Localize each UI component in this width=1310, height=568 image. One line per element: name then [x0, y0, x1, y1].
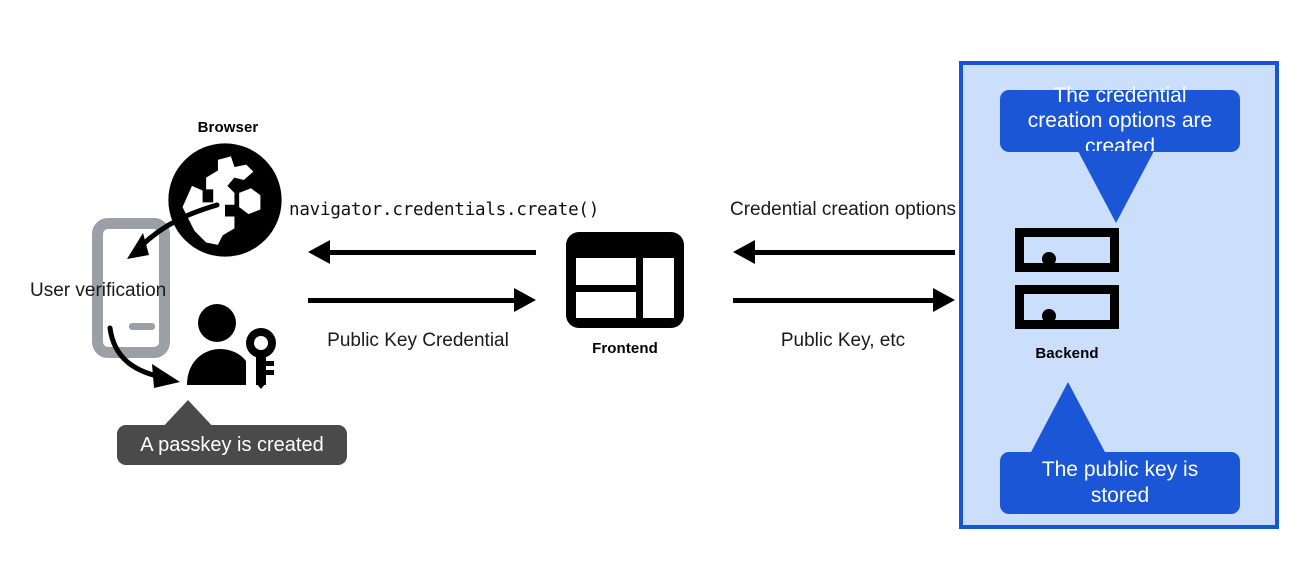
backend-callout-bottom-text: The public key is stored — [1041, 458, 1199, 507]
arrow-head-right-icon — [933, 288, 955, 312]
smartphone-icon — [92, 218, 170, 358]
arrow-shaft — [733, 297, 935, 303]
backend-callout-top-tail — [1078, 151, 1154, 223]
passkey-callout: A passkey is created — [117, 425, 347, 465]
arrow-head-left-icon — [733, 240, 755, 264]
arrow-phone-to-user — [100, 320, 210, 405]
rack-indicator-dot — [1042, 309, 1056, 323]
backend-server-rack-upper — [1015, 228, 1119, 272]
passkey-callout-text: A passkey is created — [140, 433, 324, 456]
browser-window-layout-icon — [566, 232, 684, 328]
arrow-head-right-icon — [514, 288, 536, 312]
person-with-key-icon — [184, 303, 284, 394]
arrow-head-left-icon — [308, 240, 330, 264]
arrow-shaft — [328, 249, 536, 255]
frontend-label: Frontend — [592, 340, 658, 357]
browser-label: Browser — [197, 119, 259, 136]
flow-label-credential-creation-options: Credential creation options — [729, 199, 957, 220]
rack-indicator-dot — [1042, 252, 1056, 266]
frontend-pane-side — [643, 258, 674, 318]
user-verification-label: User verification — [30, 280, 167, 301]
backend-callout-top-text: The credential creation options are crea… — [1027, 83, 1213, 158]
backend-callout-bottom: The public key is stored — [1000, 452, 1240, 514]
flow-label-public-key-credential: Public Key Credential — [327, 330, 509, 351]
flow-label-navigator-create: navigator.credentials.create() — [289, 200, 600, 220]
frontend-pane-top — [576, 258, 637, 285]
arrow-shaft — [753, 249, 955, 255]
globe-icon — [166, 141, 284, 264]
backend-callout-bottom-tail — [1030, 382, 1106, 454]
arrow-shaft — [308, 297, 516, 303]
frontend-pane-bottom — [576, 291, 637, 318]
backend-server-rack-lower — [1015, 285, 1119, 329]
phone-home-indicator — [129, 323, 155, 330]
backend-label: Backend — [1035, 345, 1099, 362]
arrow-browser-to-phone — [95, 195, 225, 290]
backend-callout-top: The credential creation options are crea… — [1000, 84, 1240, 158]
flow-label-public-key-etc: Public Key, etc — [780, 330, 906, 351]
